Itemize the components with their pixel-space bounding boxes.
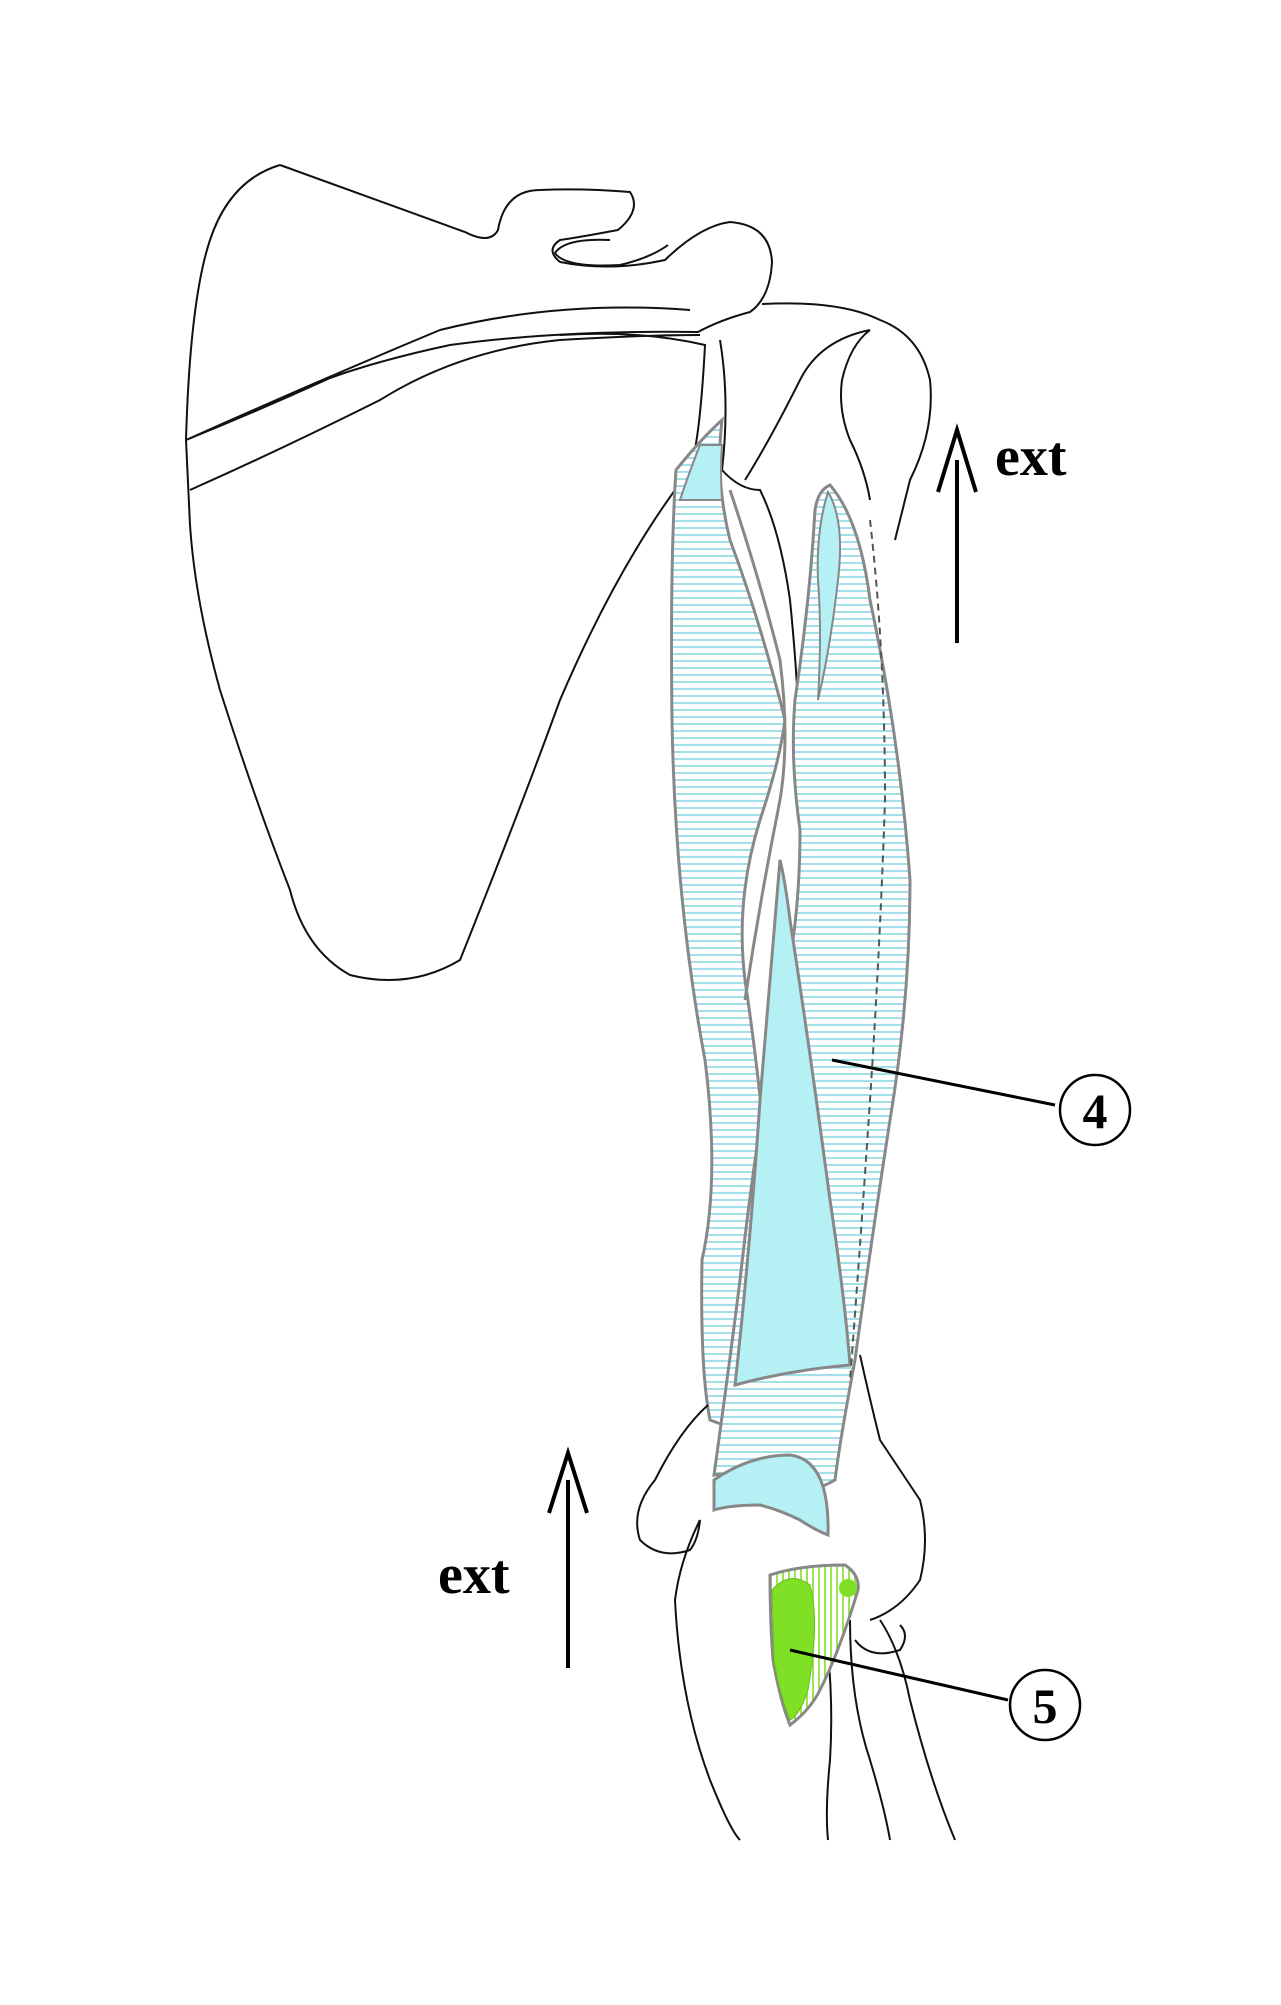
leader-line-5 [789, 1648, 1009, 1702]
triceps-medial-tendon [733, 859, 852, 1388]
anconeus-dot [839, 1579, 857, 1597]
ext-label-upper: ext [995, 426, 1067, 488]
scapula-outline [184, 164, 774, 981]
scapular-spine-upper [185, 306, 691, 441]
elbow-lateral-outline [636, 1404, 709, 1555]
triceps-dividing-line [728, 489, 787, 1001]
scapula-acromion [553, 238, 669, 267]
ext-arrow-upper-head [936, 423, 978, 493]
humerus-neck [744, 329, 871, 481]
callout-5-circle [1008, 1668, 1082, 1742]
elbow-medial-outline [859, 1354, 926, 1621]
triceps-inner-tendon [816, 489, 842, 701]
humerus-head [761, 302, 932, 541]
forearm-outline-outer [673, 1519, 741, 1841]
humerus-head-inner [840, 329, 871, 501]
callout-4-label: 4 [1083, 1083, 1108, 1139]
humerus-dashed-line [849, 519, 887, 1381]
triceps-upper-tendon [678, 444, 724, 501]
ext-arrow-lower-head [547, 1446, 589, 1514]
callout-4-circle [1058, 1073, 1132, 1147]
scapula-outer-edge [185, 164, 281, 441]
triceps-distal-tendon [712, 1453, 830, 1538]
forearm-bone-c [854, 1624, 906, 1655]
leader-line-4 [831, 1058, 1056, 1107]
forearm-outline-inner [879, 1619, 956, 1841]
scapular-spine-lower [189, 334, 701, 491]
callout-5-label: 5 [1033, 1678, 1058, 1734]
ext-label-lower: ext [438, 1544, 510, 1606]
